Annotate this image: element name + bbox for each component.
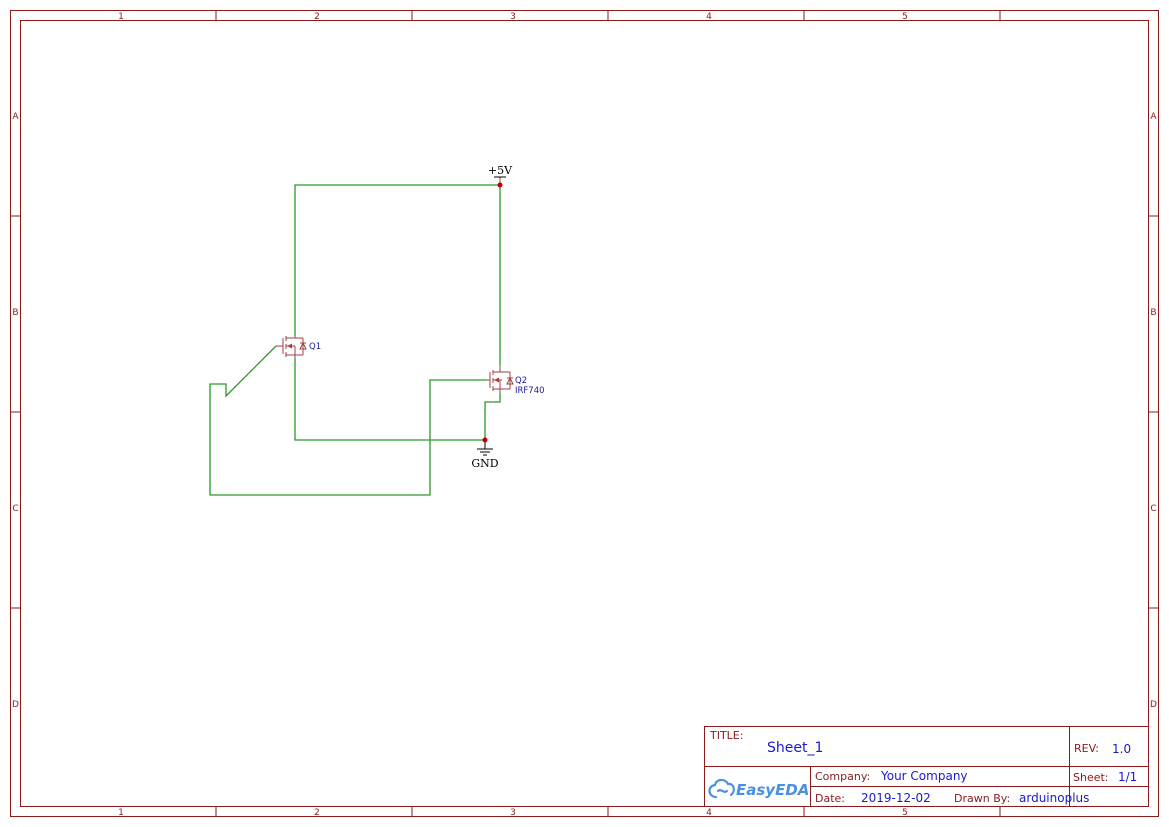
wire-gate[interactable] [209, 345, 487, 496]
company-value[interactable]: Your Company [880, 769, 968, 783]
title-block [704, 726, 1149, 807]
zone-dividers [10, 10, 1159, 817]
row-label-right-b: B [1150, 308, 1156, 318]
wires [209, 184, 501, 496]
row-label-left-a: A [12, 112, 19, 122]
row-label-left-c: C [12, 504, 18, 514]
col-label-top-2: 2 [314, 12, 320, 22]
logo-text: EasyEDA [736, 781, 809, 799]
q2-ref-label: Q2 [515, 376, 527, 386]
junction-vcc [497, 182, 503, 188]
row-label-left-d: D [12, 700, 19, 710]
junction-gnd [482, 437, 488, 443]
mosfet-q1[interactable]: Q1 [276, 336, 321, 358]
cloud-icon [708, 778, 735, 799]
col-label-bottom-5: 5 [902, 808, 908, 818]
row-label-right-a: A [1150, 112, 1157, 122]
ground-net-label: GND [471, 457, 498, 470]
date-value[interactable]: 2019-12-02 [861, 791, 931, 805]
row-label-right-d: D [1150, 700, 1157, 710]
drawn-by-label: Drawn By: [954, 792, 1010, 805]
outer-frame [10, 10, 1159, 817]
col-label-bottom-4: 4 [706, 808, 712, 818]
title-label: TITLE: [709, 729, 743, 742]
wire-q2-source[interactable] [484, 393, 501, 440]
wire-q1-source[interactable] [294, 358, 485, 441]
title-value[interactable]: Sheet_1 [767, 740, 823, 756]
sheet-value[interactable]: 1/1 [1118, 770, 1137, 784]
col-label-top-5: 5 [902, 12, 908, 22]
col-label-top-1: 1 [118, 12, 124, 22]
q2-value-label: IRF740 [515, 386, 545, 396]
col-label-top-3: 3 [510, 12, 516, 22]
wire-vcc[interactable] [294, 184, 501, 365]
sheet-label: Sheet: [1073, 771, 1109, 784]
row-label-left-b: B [12, 308, 18, 318]
ground-symbol[interactable]: GND [471, 440, 499, 470]
col-label-bottom-3: 3 [510, 808, 516, 818]
power-symbol-5v[interactable]: +5V [488, 164, 513, 185]
mosfet-q2[interactable]: Q2 IRF740 [487, 365, 545, 396]
company-label: Company: [815, 770, 870, 783]
col-label-bottom-1: 1 [118, 808, 124, 818]
inner-frame [20, 20, 1149, 807]
rev-label: REV: [1074, 742, 1099, 755]
col-label-top-4: 4 [706, 12, 712, 22]
drawn-by-value[interactable]: arduinoplus [1019, 791, 1089, 805]
row-label-right-c: C [1150, 504, 1156, 514]
date-label: Date: [815, 792, 845, 805]
easyeda-logo: EasyEDA [708, 778, 809, 799]
power-net-label: +5V [488, 164, 513, 177]
rev-value[interactable]: 1.0 [1112, 742, 1131, 756]
q1-ref-label: Q1 [309, 342, 321, 352]
col-label-bottom-2: 2 [314, 808, 320, 818]
